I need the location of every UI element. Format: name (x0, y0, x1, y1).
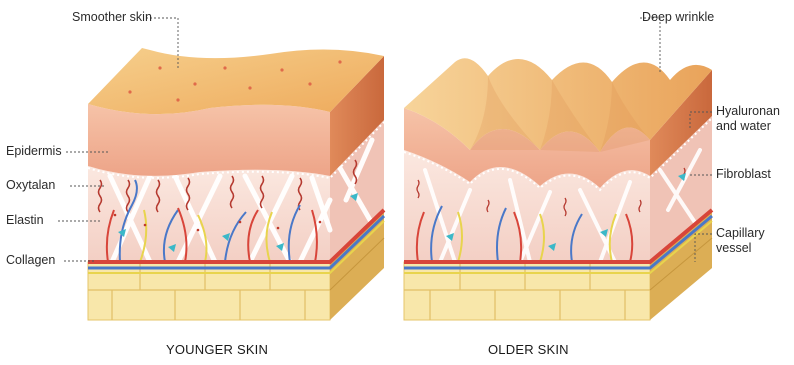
label-fibroblast: Fibroblast (716, 167, 771, 182)
label-hyaluronan-line1: Hyaluronan (716, 104, 780, 119)
younger-skin-block (88, 48, 384, 320)
label-hyaluronan: Hyaluronan and water (716, 104, 780, 134)
younger-epidermis (88, 104, 330, 176)
label-smoother-skin: Smoother skin (72, 10, 152, 25)
label-epidermis: Epidermis (6, 144, 62, 159)
older-fat-layer (404, 262, 650, 320)
label-capillary-line1: Capillary (716, 226, 765, 241)
caption-younger-skin: YOUNGER SKIN (166, 342, 268, 357)
label-deep-wrinkle: Deep wrinkle (642, 10, 714, 25)
caption-older-skin: OLDER SKIN (488, 342, 569, 357)
label-oxytalan: Oxytalan (6, 178, 55, 193)
label-capillary-vessel: Capillary vessel (716, 226, 765, 256)
label-elastin: Elastin (6, 213, 44, 228)
younger-fat-layer (88, 262, 330, 320)
label-collagen: Collagen (6, 253, 55, 268)
older-skin-block (404, 58, 712, 320)
label-capillary-line2: vessel (716, 241, 765, 256)
label-hyaluronan-line2: and water (716, 119, 780, 134)
